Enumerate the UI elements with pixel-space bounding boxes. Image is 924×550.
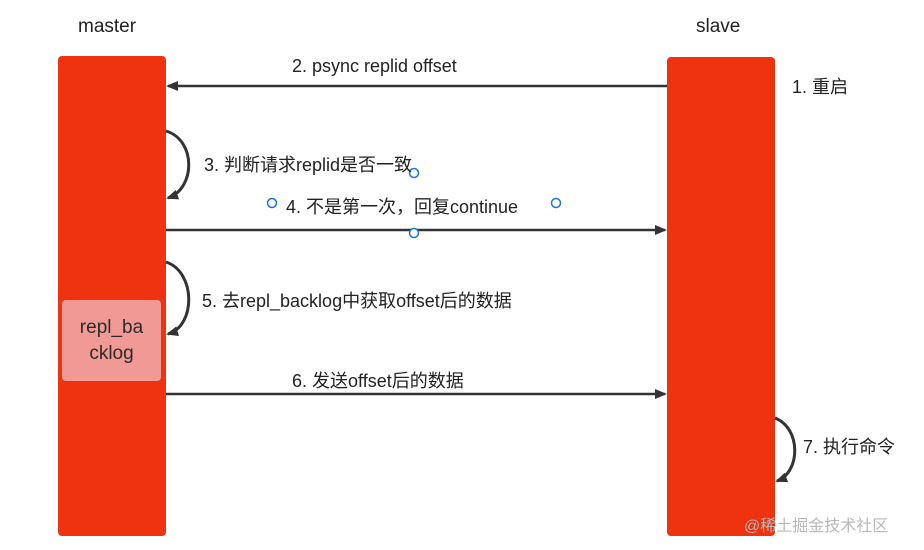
step-4-label: 4. 不是第一次，回复continue <box>286 197 519 217</box>
master-title: master <box>78 16 137 37</box>
fetch-backlog-loop-arrow <box>165 260 191 337</box>
selection-handle[interactable] <box>408 167 420 179</box>
step-1-label: 1. 重启 <box>792 77 849 97</box>
slave-lifeline <box>667 57 775 536</box>
repl-backlog-box: repl_ba cklog <box>62 300 161 381</box>
step-3-label: 3. 判断请求replid是否一致 <box>204 155 413 175</box>
check-replid-loop-arrow <box>165 129 191 200</box>
selection-handle[interactable] <box>408 227 420 239</box>
selection-handle[interactable] <box>266 197 278 209</box>
step-2-label: 2. psync replid offset <box>292 56 457 76</box>
step-6-label: 6. 发送offset后的数据 <box>292 371 464 391</box>
selection-handle[interactable] <box>550 197 562 209</box>
step-5-label: 5. 去repl_backlog中获取offset后的数据 <box>202 291 512 311</box>
watermark: @稀土掘金技术社区 <box>744 518 889 535</box>
execute-loop-arrow <box>774 416 797 483</box>
master-lifeline <box>58 56 166 536</box>
step-7-label: 7. 执行命令 <box>803 437 896 457</box>
slave-title: slave <box>696 16 741 37</box>
